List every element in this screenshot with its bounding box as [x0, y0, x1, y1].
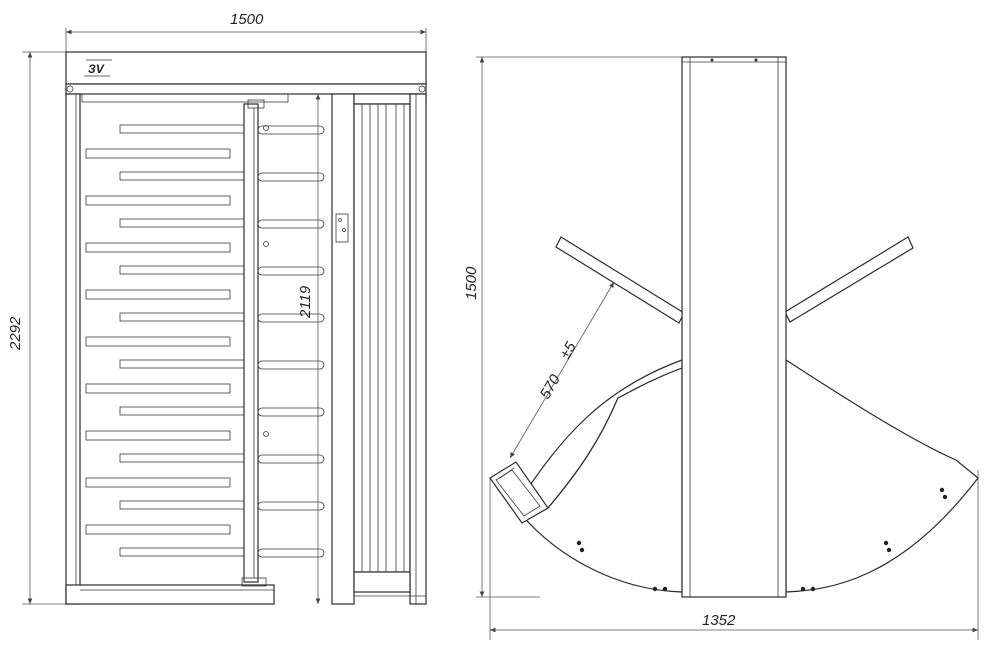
- front-view: 1500 2292 ЗV: [7, 11, 427, 605]
- front-height-label: 2292: [7, 316, 24, 351]
- mounting-holes: [576, 487, 948, 592]
- rotor-arm-diagonals: [555, 236, 914, 324]
- front-width-label: 1500: [230, 11, 264, 28]
- right-cabinet: [331, 93, 427, 605]
- brand-logo: ЗV: [88, 62, 105, 76]
- left-post: [65, 93, 81, 605]
- top-depth-dimension: 1500: [463, 56, 682, 598]
- central-column: [681, 56, 787, 598]
- arm-length-label: 570: [537, 371, 565, 402]
- rotor-shaft: [243, 103, 259, 583]
- rotor-arms-right: [257, 125, 325, 558]
- fence-bars: [85, 148, 231, 535]
- front-height-dimension: 2292: [7, 51, 66, 605]
- front-width-dimension: 1500: [65, 11, 427, 52]
- top-width-label: 1352: [702, 612, 736, 629]
- top-width-dimension: 1352: [489, 470, 979, 640]
- arm-end-block: [489, 461, 549, 524]
- arm-tolerance-label: ±5: [557, 339, 580, 362]
- top-depth-label: 1500: [463, 266, 480, 300]
- bottom-base: [65, 584, 275, 605]
- rotor-arms-left: [119, 124, 245, 557]
- inner-height-label: 2119: [297, 285, 314, 319]
- top-housing: [65, 51, 427, 85]
- top-beam: [65, 83, 427, 95]
- front-inner-height-dimension: 2119: [297, 94, 321, 604]
- top-view: 1500 1352 570 ±5: [463, 56, 979, 640]
